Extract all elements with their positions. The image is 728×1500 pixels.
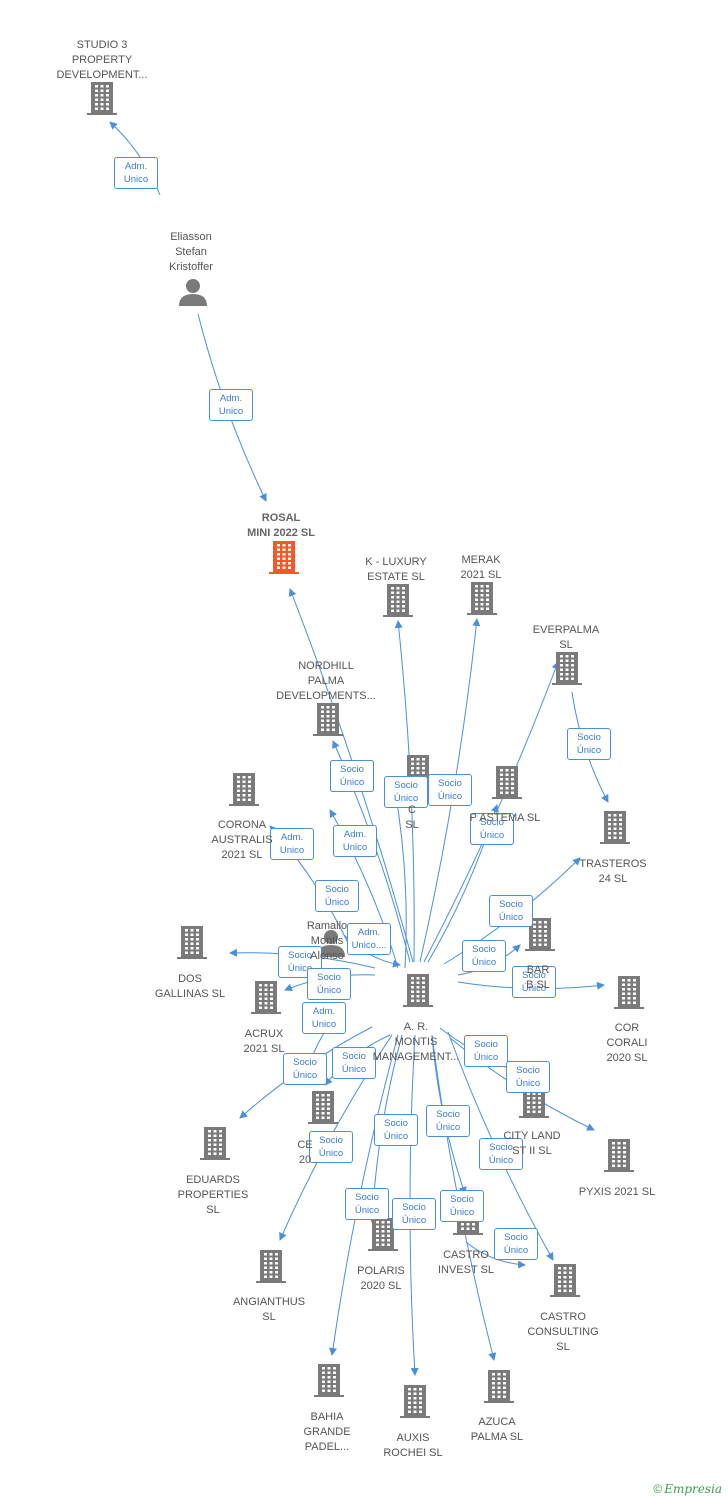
node-label-castroconsult[interactable]: CASTRO CONSULTING SL <box>527 1311 599 1353</box>
edge-label-armontis-to-bahia[interactable]: Socio Único <box>345 1188 389 1220</box>
building-icon-prastema[interactable] <box>492 766 522 799</box>
edge-label-armontis-to-pyxis[interactable]: Socio Único <box>506 1061 550 1093</box>
building-icon-corona[interactable] <box>229 773 259 806</box>
node-label-acrux[interactable]: ACRUX 2021 SL <box>243 1028 285 1055</box>
building-icon-bahia[interactable] <box>314 1364 344 1397</box>
node-label-nordhill[interactable]: NORDHILL PALMA DEVELOPMENTS... <box>276 660 376 702</box>
node-label-bahia[interactable]: BAHIA GRANDE PADEL... <box>303 1411 351 1453</box>
edge-label-armontis-to-castroconsult[interactable]: Socio Único <box>479 1138 523 1170</box>
node-label-angianthus[interactable]: ANGIANTHUS SL <box>232 1296 306 1323</box>
node-label-castroinvest[interactable]: CASTRO INVEST SL <box>437 1249 495 1276</box>
node-label-rosal[interactable]: ROSAL MINI 2022 SL <box>247 512 315 539</box>
building-icon-eduards[interactable] <box>200 1127 230 1160</box>
building-icon-everpalma[interactable] <box>552 652 582 685</box>
edge-label-armontis-to-angianthus[interactable]: Socio Único <box>309 1131 353 1163</box>
person-icon-eliasson[interactable] <box>179 279 207 306</box>
building-icon-pyxis[interactable] <box>604 1139 634 1172</box>
building-icon-nordhill[interactable] <box>313 703 343 736</box>
node-label-dos[interactable]: DOS GALLINAS SL <box>154 973 226 1000</box>
edge-label-armontis-to-azuca[interactable]: Socio Único <box>440 1190 484 1222</box>
edge-label-armontis-to-castroinvest[interactable]: Socio Único <box>426 1105 470 1137</box>
node-label-eduards[interactable]: EDUARDS PROPERTIES SL <box>177 1174 249 1216</box>
node-label-armontis[interactable]: A. R. MONTIS MANAGEMENT... <box>372 1021 460 1063</box>
edge-armontis-to-c_sl <box>392 789 407 969</box>
edge-label-armontis-to-corcorali[interactable]: Socio Único <box>512 966 556 998</box>
node-label-kluxury[interactable]: K - LUXURY ESTATE SL <box>365 556 427 583</box>
node-label-ce20[interactable]: CE 20 <box>297 1139 313 1166</box>
node-label-eliasson[interactable]: Eliasson Stefan Kristoffer <box>169 231 213 273</box>
building-icon-castroconsult[interactable] <box>550 1264 580 1297</box>
node-label-cityland[interactable]: CITY LAND ST II SL <box>503 1130 561 1157</box>
node-label-everpalma[interactable]: EVERPALMA SL <box>532 624 600 651</box>
building-icon-azuca[interactable] <box>484 1370 514 1403</box>
building-icon-angianthus[interactable] <box>256 1250 286 1283</box>
edge-label-armontis-to-ce20[interactable]: Socio Único <box>332 1047 376 1079</box>
node-label-corcorali[interactable]: COR CORALI 2020 SL <box>606 1022 648 1064</box>
edge-label-armontis-to-polaris[interactable]: Socio Único <box>374 1114 418 1146</box>
building-icon-studio3[interactable] <box>87 82 117 115</box>
edge-label-eliasson-to-rosal[interactable]: Adm. Unico <box>209 389 253 421</box>
building-icon-bar[interactable] <box>525 918 555 951</box>
edge-label-armontis-to-merak[interactable]: Socio Único <box>428 774 472 806</box>
node-label-polaris[interactable]: POLARIS 2020 SL <box>357 1265 405 1292</box>
edge-label-armontis-to-kluxury[interactable]: Socio Único <box>384 776 428 808</box>
building-icon-merak[interactable] <box>467 582 497 615</box>
node-label-azuca[interactable]: AZUCA PALMA SL <box>470 1416 524 1443</box>
building-icon-polaris[interactable] <box>368 1218 398 1251</box>
edge-label-ramallo-to-armontis[interactable]: Adm. Unico.... <box>347 923 391 955</box>
edge-label-ramallo-to-corona[interactable]: Adm. Unico <box>270 828 314 860</box>
empresia-logo[interactable]: ©Empresia <box>653 1482 722 1496</box>
building-icon-rosal[interactable] <box>269 541 299 574</box>
node-label-bar[interactable]: BAR B SL <box>526 964 550 991</box>
copyright-symbol: © <box>653 1482 663 1496</box>
node-label-prastema[interactable]: P ASTEMA SL <box>469 812 541 824</box>
building-icon-armontis[interactable] <box>403 974 433 1007</box>
node-label-corona[interactable]: CORONA AUSTRALIS 2021 SL <box>211 819 273 861</box>
edge-label-ramallo-to-acrux[interactable]: Adm. Unico <box>302 1002 346 1034</box>
edge-label-eliasson-to-studio3[interactable]: Adm. Unico <box>114 157 158 189</box>
building-icon-dos[interactable] <box>177 926 207 959</box>
building-icon-trasteros[interactable] <box>600 811 630 844</box>
node-layer <box>87 82 644 1418</box>
building-icon-ce20[interactable] <box>308 1091 338 1124</box>
brand-name: Empresia <box>664 1482 722 1496</box>
edge-label-castroinvest-to-castroconsult[interactable]: Socio Único <box>494 1228 538 1260</box>
node-label-c_sl[interactable]: C SL <box>405 804 419 831</box>
edge-label-armontis-to-prastema[interactable]: Socio Único <box>470 813 514 845</box>
edge-label-everpalma-to-trasteros[interactable]: Socio Único <box>567 728 611 760</box>
node-label-pyxis[interactable]: PYXIS 2021 SL <box>578 1186 656 1198</box>
person-icon-ramallo[interactable] <box>317 930 345 957</box>
edge-label-armontis-to-corona[interactable]: Socio Único <box>315 880 359 912</box>
node-label-auxis[interactable]: AUXIS ROCHEI SL <box>383 1432 443 1459</box>
building-icon-kluxury[interactable] <box>383 584 413 617</box>
edge-label-armontis-to-eduards[interactable]: Socio Único <box>283 1053 327 1085</box>
edge-label-armontis-to-trasteros[interactable]: Socio Único <box>489 895 533 927</box>
node-label-merak[interactable]: MERAK 2021 SL <box>460 554 502 581</box>
edge-label-armontis-to-c_sl[interactable]: Adm. Unico <box>333 825 377 857</box>
edge-label-armontis-to-nordhill[interactable]: Socio Único <box>330 760 374 792</box>
edge-castroinvest-to-castroconsult <box>465 1241 526 1269</box>
edge-label-armontis-to-bar[interactable]: Socio Único <box>462 940 506 972</box>
edge-label-armontis-to-auxis[interactable]: Socio Único <box>392 1198 436 1230</box>
edge-label-armontis-to-acrux[interactable]: Socio Único <box>307 968 351 1000</box>
node-label-ramallo[interactable]: Ramallo Montis Alonso <box>306 920 348 962</box>
node-label-trasteros[interactable]: TRASTEROS 24 SL <box>579 858 647 885</box>
building-icon-acrux[interactable] <box>251 981 281 1014</box>
node-label-studio3[interactable]: STUDIO 3 PROPERTY DEVELOPMENT... <box>56 39 148 81</box>
building-icon-auxis[interactable] <box>400 1385 430 1418</box>
building-icon-corcorali[interactable] <box>614 976 644 1009</box>
edge-label-armontis-to-cityland[interactable]: Socio Único <box>464 1035 508 1067</box>
